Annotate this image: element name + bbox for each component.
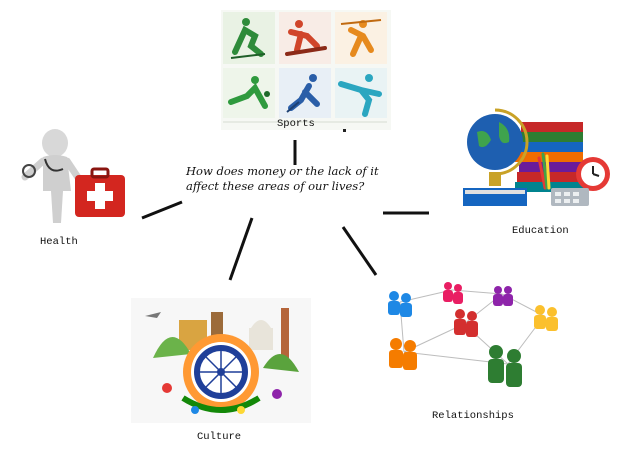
- education-image: [455, 98, 615, 216]
- people-network-icon: [388, 282, 558, 387]
- small-dot: [343, 129, 346, 132]
- connector-health: [141, 200, 183, 220]
- doctor-figure-with-first-aid-kit-icon: [21, 129, 125, 223]
- connector-culture: [228, 217, 254, 281]
- relationships-label: Relationships: [432, 410, 514, 422]
- sports-pictograms-icon: [223, 12, 387, 123]
- culture-label: Culture: [197, 431, 242, 443]
- sports-image: [221, 10, 391, 130]
- question-line-2: affect these areas of our lives?: [186, 179, 365, 193]
- education-label: Education: [512, 225, 569, 237]
- central-question: How does money or the lack of it affect …: [186, 164, 416, 194]
- sports-label: Sports: [277, 118, 315, 130]
- culture-image: [131, 298, 311, 423]
- india-landmarks-collage-icon: [131, 298, 311, 423]
- relationships-image: [372, 280, 570, 398]
- question-line-1: How does money or the lack of it: [186, 164, 379, 178]
- health-label: Health: [40, 236, 78, 248]
- health-image: [15, 127, 130, 227]
- globe-and-books-icon: [463, 108, 610, 206]
- connector-relationships: [341, 226, 378, 276]
